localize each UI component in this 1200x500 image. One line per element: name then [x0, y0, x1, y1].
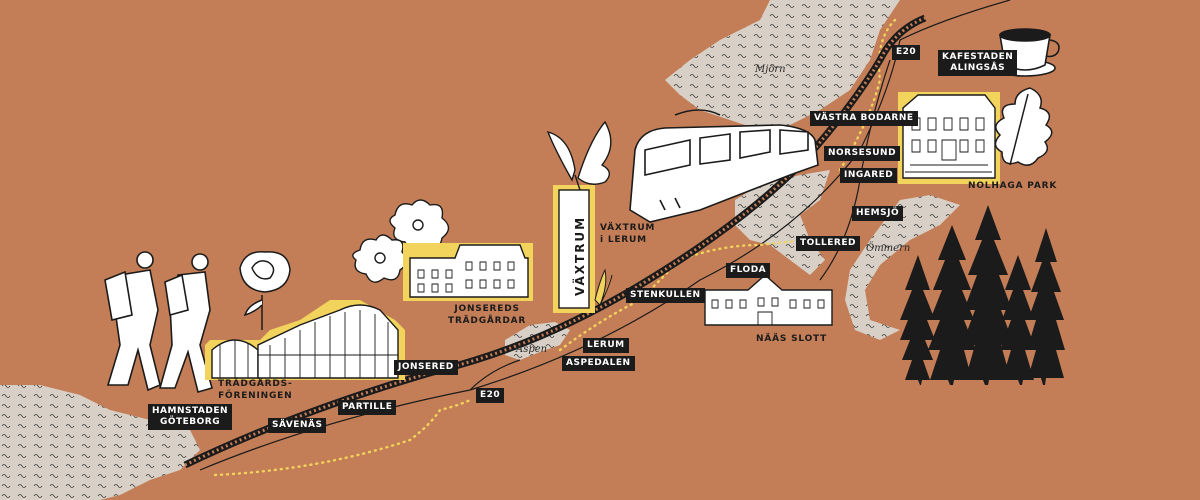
- attraction-label-tradgardsforeningen: TRÄDGÅRDS- FÖRENINGEN: [218, 379, 293, 401]
- station-label-vastra-bodarne: VÄSTRA BODARNE: [810, 111, 918, 126]
- hiker-icon: [104, 251, 213, 393]
- station-label-norsesund: NORSESUND: [824, 146, 901, 161]
- station-label-stenkullen: STENKULLEN: [626, 288, 705, 303]
- castle-icon: [704, 274, 833, 326]
- water-label-aspen: Aspen: [516, 344, 548, 355]
- attraction-label-vaxtrum: VÄXTRUM i LERUM: [600, 223, 656, 245]
- railway: [183, 14, 927, 469]
- sign-icon: [553, 185, 613, 313]
- greenhouse-icon: [205, 300, 405, 380]
- water-label-ommen: Ömmern: [866, 243, 911, 254]
- station-label-ingared: INGARED: [840, 168, 898, 183]
- oak-leaf-icon: [994, 87, 1053, 166]
- station-label-kafestaden: KAFESTADEN ALINGSÅS: [938, 50, 1018, 76]
- vaxtrum-sign-text: VÄXTRUM: [573, 215, 587, 296]
- station-label-savenas: SÄVENÄS: [268, 418, 327, 433]
- road-label-e20-north: E20: [892, 45, 921, 60]
- station-label-aspedalen: ASPEDALEN: [562, 356, 635, 371]
- water-label-mjorn: Mjörn: [755, 64, 786, 75]
- station-label-partille: PARTILLE: [338, 400, 397, 415]
- butterfly-icon: [546, 120, 612, 191]
- station-label-hemsjo: HEMSJÖ: [852, 206, 904, 221]
- station-label-tollered: TOLLERED: [796, 236, 860, 251]
- manor-icon: [403, 243, 533, 301]
- rose-icon: [239, 251, 291, 330]
- train-icon: [629, 109, 819, 223]
- station-label-jonsered: JONSERED: [394, 360, 458, 375]
- station-label-hamnstaden: HAMNSTADEN GÖTEBORG: [148, 404, 233, 430]
- flower-icon: [352, 199, 450, 283]
- station-label-floda: FLODA: [726, 263, 771, 278]
- attraction-label-nolhaga: NOLHAGA PARK: [968, 181, 1058, 191]
- spruce-tree-icon: [900, 205, 1065, 385]
- attraction-label-naas: NÄÄS SLOTT: [756, 334, 828, 344]
- attraction-label-jonsereds: JONSEREDS TRÄDGÅRDAR: [448, 304, 527, 326]
- road-label-e20-south: E20: [476, 388, 505, 403]
- station-label-lerum: LERUM: [583, 338, 629, 353]
- nolhaga-building: [898, 92, 1000, 184]
